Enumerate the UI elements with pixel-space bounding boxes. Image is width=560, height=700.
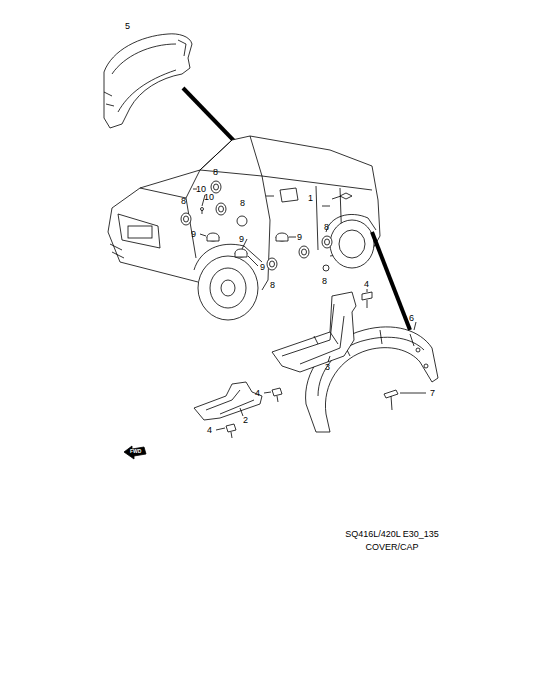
callout-number: 3 (325, 362, 330, 372)
under-cover (272, 292, 356, 372)
bolt (384, 390, 426, 410)
callout-number: 7 (430, 388, 435, 398)
callout-number: 9 (239, 234, 244, 244)
forward-arrow (124, 446, 146, 459)
leader-lines (193, 189, 341, 266)
callout-number: 8 (213, 167, 218, 177)
callout-number: 8 (324, 222, 329, 232)
figure-caption: SQ416L/420L E30_135 COVER/CAP (342, 528, 442, 554)
callout-number: 8 (322, 276, 327, 286)
callout-number: 4 (255, 388, 260, 398)
callout-number: 1 (308, 193, 313, 203)
callout-number: 2 (243, 415, 248, 425)
front-fender-liner (104, 34, 192, 128)
callout-number: 8 (270, 280, 275, 290)
grommets (181, 181, 352, 271)
callout-number: 8 (240, 198, 245, 208)
callout-number: 6 (409, 313, 414, 323)
callout-number: 9 (297, 232, 302, 242)
forward-mark: FWD (130, 446, 141, 456)
callout-number: 4 (364, 279, 369, 289)
under-cover (194, 382, 262, 420)
callout-number: 10 (204, 192, 214, 202)
callout-number: 4 (207, 425, 212, 435)
callout-number: 9 (260, 262, 265, 272)
callout-number: 9 (191, 229, 196, 239)
vehicle-body (108, 136, 380, 320)
bolt (362, 289, 372, 308)
callout-number: 8 (181, 196, 186, 206)
bolt (216, 388, 282, 438)
callout-number: 5 (125, 21, 130, 31)
